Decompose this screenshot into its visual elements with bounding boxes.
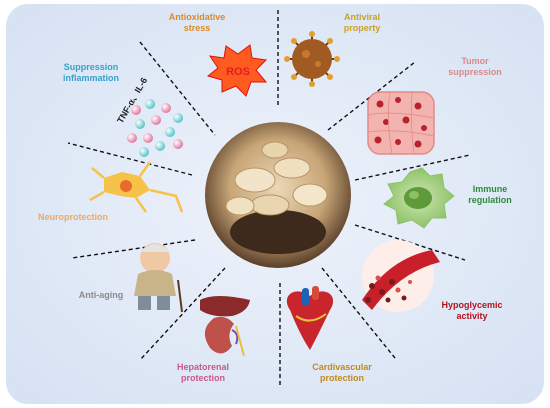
- label-tumor-suppression: Tumor suppression: [448, 56, 502, 77]
- label-neuroprotection: Neuroprotection: [37, 212, 108, 222]
- label-immune-regulation: Immune regulation: [468, 184, 512, 205]
- label-cardiovascular-protection: Cardivascular protection: [312, 362, 372, 383]
- herbal-bowl-image: [205, 122, 351, 268]
- ros-starburst-icon: ROS: [206, 44, 268, 97]
- virus-icon: [284, 31, 340, 87]
- blood-vessel-icon: [362, 240, 440, 312]
- divider-line: [354, 154, 471, 181]
- divider-line: [327, 61, 416, 131]
- liver-kidney-icon: [200, 296, 250, 357]
- cytokine-molecules-icon: TNF-α、IL-6: [115, 76, 183, 157]
- label-hypoglycemic-activity: Hypoglycemic activity: [441, 300, 503, 321]
- label-anti-aging: Anti-aging: [78, 290, 124, 300]
- ros-label: ROS: [226, 66, 250, 78]
- label-hepatorenal-protection: Hepatorenal protection: [176, 362, 229, 383]
- tumor-cells-icon: [367, 91, 435, 155]
- divider-line: [139, 41, 216, 136]
- heart-icon: [286, 286, 334, 350]
- divider-line: [67, 142, 193, 176]
- elderly-person-icon: [134, 243, 183, 313]
- immune-cell-icon: [383, 167, 455, 229]
- neuron-icon: [89, 161, 184, 213]
- divider-line: [321, 267, 396, 359]
- label-antiviral-property: Antiviral property: [343, 12, 381, 33]
- label-antioxidative-stress: Antioxidative stress: [168, 12, 226, 33]
- label-suppression-inflammation: Suppression inflammation: [62, 62, 119, 83]
- divider-line: [71, 239, 196, 259]
